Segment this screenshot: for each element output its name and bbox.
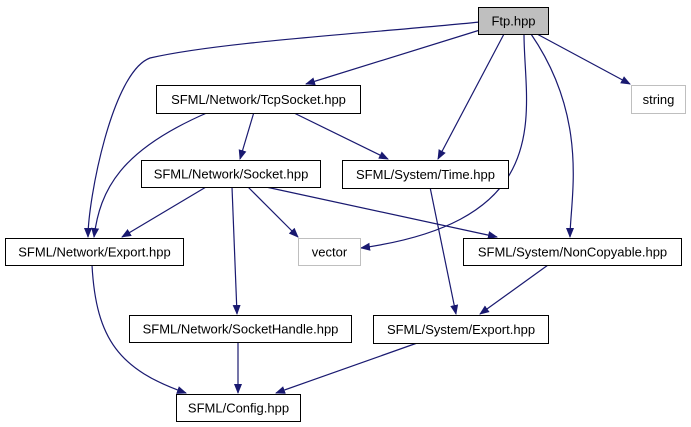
edge-socket-to-vector bbox=[247, 186, 299, 238]
edge-ftp-to-tcpsocket bbox=[305, 29, 481, 86]
edge-ftp-to-netexport bbox=[84, 21, 481, 238]
edge-ftp-to-vector bbox=[360, 33, 528, 251]
node-label-netexport: SFML/Network/Export.hpp bbox=[18, 245, 170, 260]
node-socket[interactable]: SFML/Network/Socket.hpp bbox=[141, 160, 321, 188]
edge-time-to-sysexport bbox=[429, 186, 459, 315]
node-label-socket: SFML/Network/Socket.hpp bbox=[154, 167, 309, 182]
node-sockethandle[interactable]: SFML/Network/SocketHandle.hpp bbox=[129, 315, 352, 343]
edge-ftp-to-time bbox=[437, 33, 505, 160]
edge-noncopyable-to-sysexport bbox=[479, 264, 549, 315]
edge-netexport-to-config bbox=[91, 264, 187, 394]
node-ftp[interactable]: Ftp.hpp bbox=[478, 7, 549, 35]
node-box-vector bbox=[298, 238, 361, 266]
node-box-sysexport bbox=[373, 315, 549, 344]
node-vector[interactable]: vector bbox=[298, 238, 361, 266]
node-label-ftp: Ftp.hpp bbox=[491, 14, 535, 29]
node-box-config bbox=[176, 394, 301, 422]
node-sysexport[interactable]: SFML/System/Export.hpp bbox=[373, 315, 549, 344]
node-label-vector: vector bbox=[312, 245, 348, 260]
edge-tcpsocket-to-time bbox=[291, 111, 389, 160]
edge-socket-to-sockethandle bbox=[231, 186, 241, 315]
node-box-noncopyable bbox=[463, 238, 682, 266]
edge-tcpsocket-to-netexport bbox=[91, 111, 210, 238]
node-box-netexport bbox=[5, 238, 184, 266]
node-box-tcpsocket bbox=[156, 85, 361, 114]
node-label-time: SFML/System/Time.hpp bbox=[356, 167, 495, 182]
node-netexport[interactable]: SFML/Network/Export.hpp bbox=[5, 238, 184, 266]
edges-layer bbox=[84, 21, 631, 394]
node-box-time bbox=[342, 160, 509, 189]
node-label-config: SFML/Config.hpp bbox=[188, 401, 289, 416]
edge-sysexport-to-config bbox=[275, 341, 421, 394]
node-noncopyable[interactable]: SFML/System/NonCopyable.hpp bbox=[463, 238, 682, 266]
edge-ftp-to-string bbox=[536, 33, 631, 85]
edge-ftp-to-noncopyable bbox=[530, 33, 575, 238]
node-time[interactable]: SFML/System/Time.hpp bbox=[342, 160, 509, 189]
node-label-tcpsocket: SFML/Network/TcpSocket.hpp bbox=[171, 92, 346, 107]
node-box-string bbox=[631, 85, 686, 114]
node-label-string: string bbox=[643, 92, 675, 107]
node-string[interactable]: string bbox=[631, 85, 686, 114]
node-box-ftp bbox=[478, 7, 549, 35]
node-box-socket bbox=[141, 160, 321, 188]
node-label-sockethandle: SFML/Network/SocketHandle.hpp bbox=[143, 322, 339, 337]
node-label-noncopyable: SFML/System/NonCopyable.hpp bbox=[478, 245, 667, 260]
node-config[interactable]: SFML/Config.hpp bbox=[176, 394, 301, 422]
edge-socket-to-noncopyable bbox=[265, 186, 498, 240]
edge-tcpsocket-to-socket bbox=[238, 111, 255, 160]
node-label-sysexport: SFML/System/Export.hpp bbox=[387, 322, 535, 337]
node-tcpsocket[interactable]: SFML/Network/TcpSocket.hpp bbox=[156, 85, 361, 114]
node-box-sockethandle bbox=[129, 315, 352, 343]
edge-socket-to-netexport bbox=[121, 186, 207, 238]
